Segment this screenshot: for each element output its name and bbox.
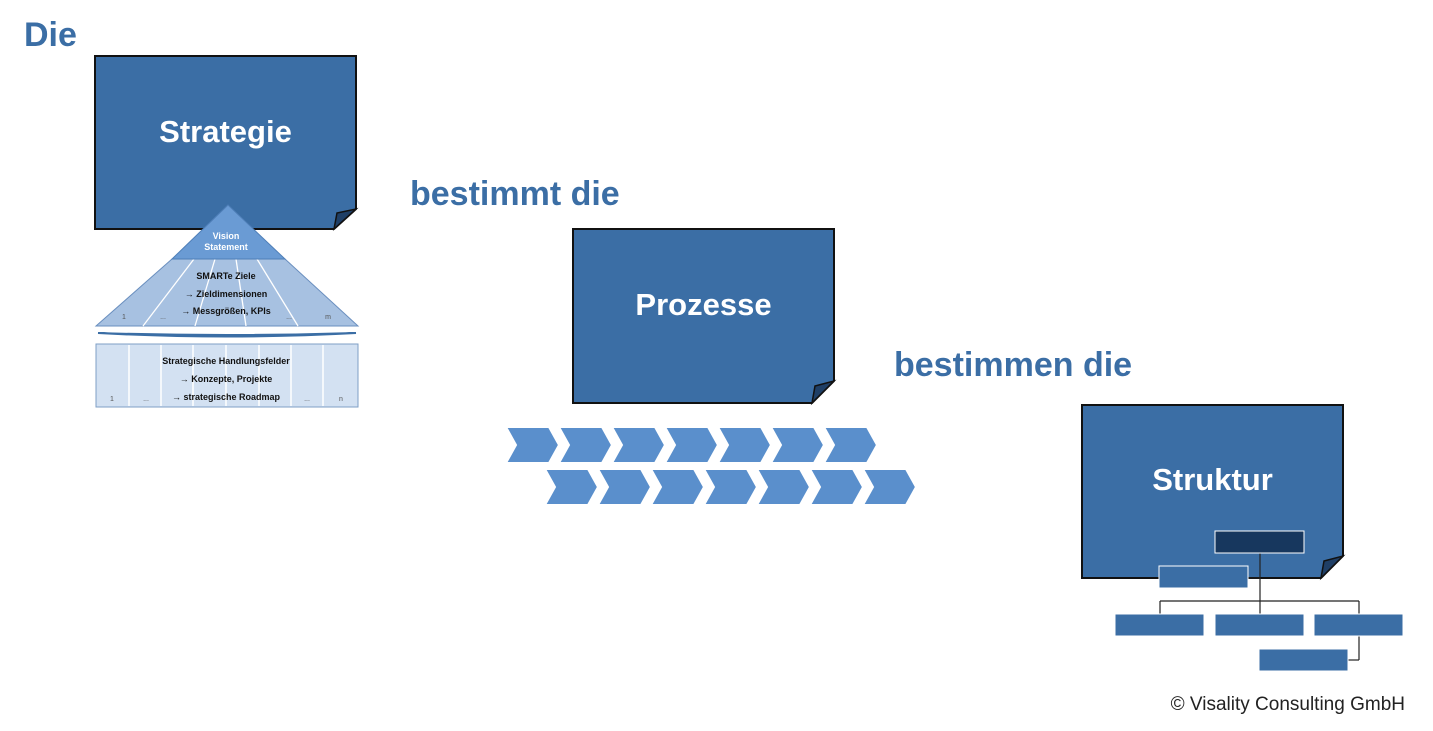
process-chain-icon — [504, 426, 918, 506]
org-box-top — [1214, 530, 1305, 554]
struktur-label: Struktur — [1152, 462, 1273, 497]
pyramid-apex-line2: Statement — [204, 242, 248, 252]
heading-bestimmt-die: bestimmt die — [410, 175, 620, 213]
org-box-right — [1313, 613, 1404, 637]
process-chevron-r2-7 — [861, 468, 918, 506]
strategy-pyramid: Vision Statement SMARTe Ziele → Zieldime… — [94, 204, 360, 338]
process-chevron-r1-3 — [610, 426, 667, 464]
pyramid-index-dots1: ... — [160, 314, 166, 321]
pyramid-index-dots2: ... — [286, 314, 292, 321]
strategie-label: Strategie — [159, 114, 292, 149]
process-chevron-r1-1 — [504, 426, 561, 464]
base-line3: → strategische Roadmap — [172, 392, 281, 402]
org-box-assistant — [1158, 565, 1249, 589]
base-index-last: n — [339, 396, 343, 403]
process-chevron-r1-7 — [822, 426, 879, 464]
prozesse-label: Prozesse — [635, 287, 772, 322]
heading-bestimmen-die: bestimmen die — [894, 346, 1133, 384]
org-box-left — [1114, 613, 1205, 637]
prozesse-document-fold — [810, 379, 837, 406]
prozesse-document — [572, 228, 837, 406]
process-chevron-r2-5 — [755, 468, 812, 506]
process-chevron-r1-2 — [557, 426, 614, 464]
base-index-dots1: ... — [143, 396, 149, 403]
pyramid-apex-line1: Vision — [213, 231, 240, 241]
process-chevron-r2-3 — [649, 468, 706, 506]
process-chevron-r2-4 — [702, 468, 759, 506]
process-chevron-r1-6 — [769, 426, 826, 464]
org-chart-connectors — [1159, 553, 1360, 661]
base-line2: → Konzepte, Projekte — [180, 374, 273, 384]
pyramid-separator — [97, 332, 357, 338]
org-box-sub — [1258, 648, 1349, 672]
pyramid-middle-line2: → Zieldimensionen — [185, 289, 268, 299]
heading-die: Die — [24, 16, 77, 54]
process-chevron-r1-4 — [663, 426, 720, 464]
base-table-dividers — [128, 345, 324, 406]
pyramid-index-last: m — [325, 314, 331, 321]
strategie-document-fold — [332, 207, 359, 232]
process-chevron-r2-1 — [543, 468, 600, 506]
strategie-document — [94, 55, 359, 232]
struktur-document-fold — [1319, 554, 1346, 581]
copyright-notice: © Visality Consulting GmbH — [1170, 694, 1405, 715]
base-index-first: 1 — [110, 396, 114, 403]
base-table-frame — [95, 343, 359, 408]
process-chevron-r1-5 — [716, 426, 773, 464]
org-chart-icon — [1114, 530, 1404, 672]
pyramid-middle-line3: → Messgrößen, KPIs — [181, 306, 271, 316]
pyramid-apex — [170, 204, 287, 260]
pyramid-middle-line1: SMARTe Ziele — [196, 271, 255, 281]
org-box-center — [1214, 613, 1305, 637]
strategy-base-table: Strategische Handlungsfelder → Konzepte,… — [95, 343, 359, 408]
base-index-dots2: ... — [304, 396, 310, 403]
pyramid-dividers — [142, 258, 299, 327]
process-chevron-r2-2 — [596, 468, 653, 506]
process-chevron-r2-6 — [808, 468, 865, 506]
base-line1: Strategische Handlungsfelder — [162, 356, 290, 366]
pyramid-index-first: 1 — [122, 314, 126, 321]
